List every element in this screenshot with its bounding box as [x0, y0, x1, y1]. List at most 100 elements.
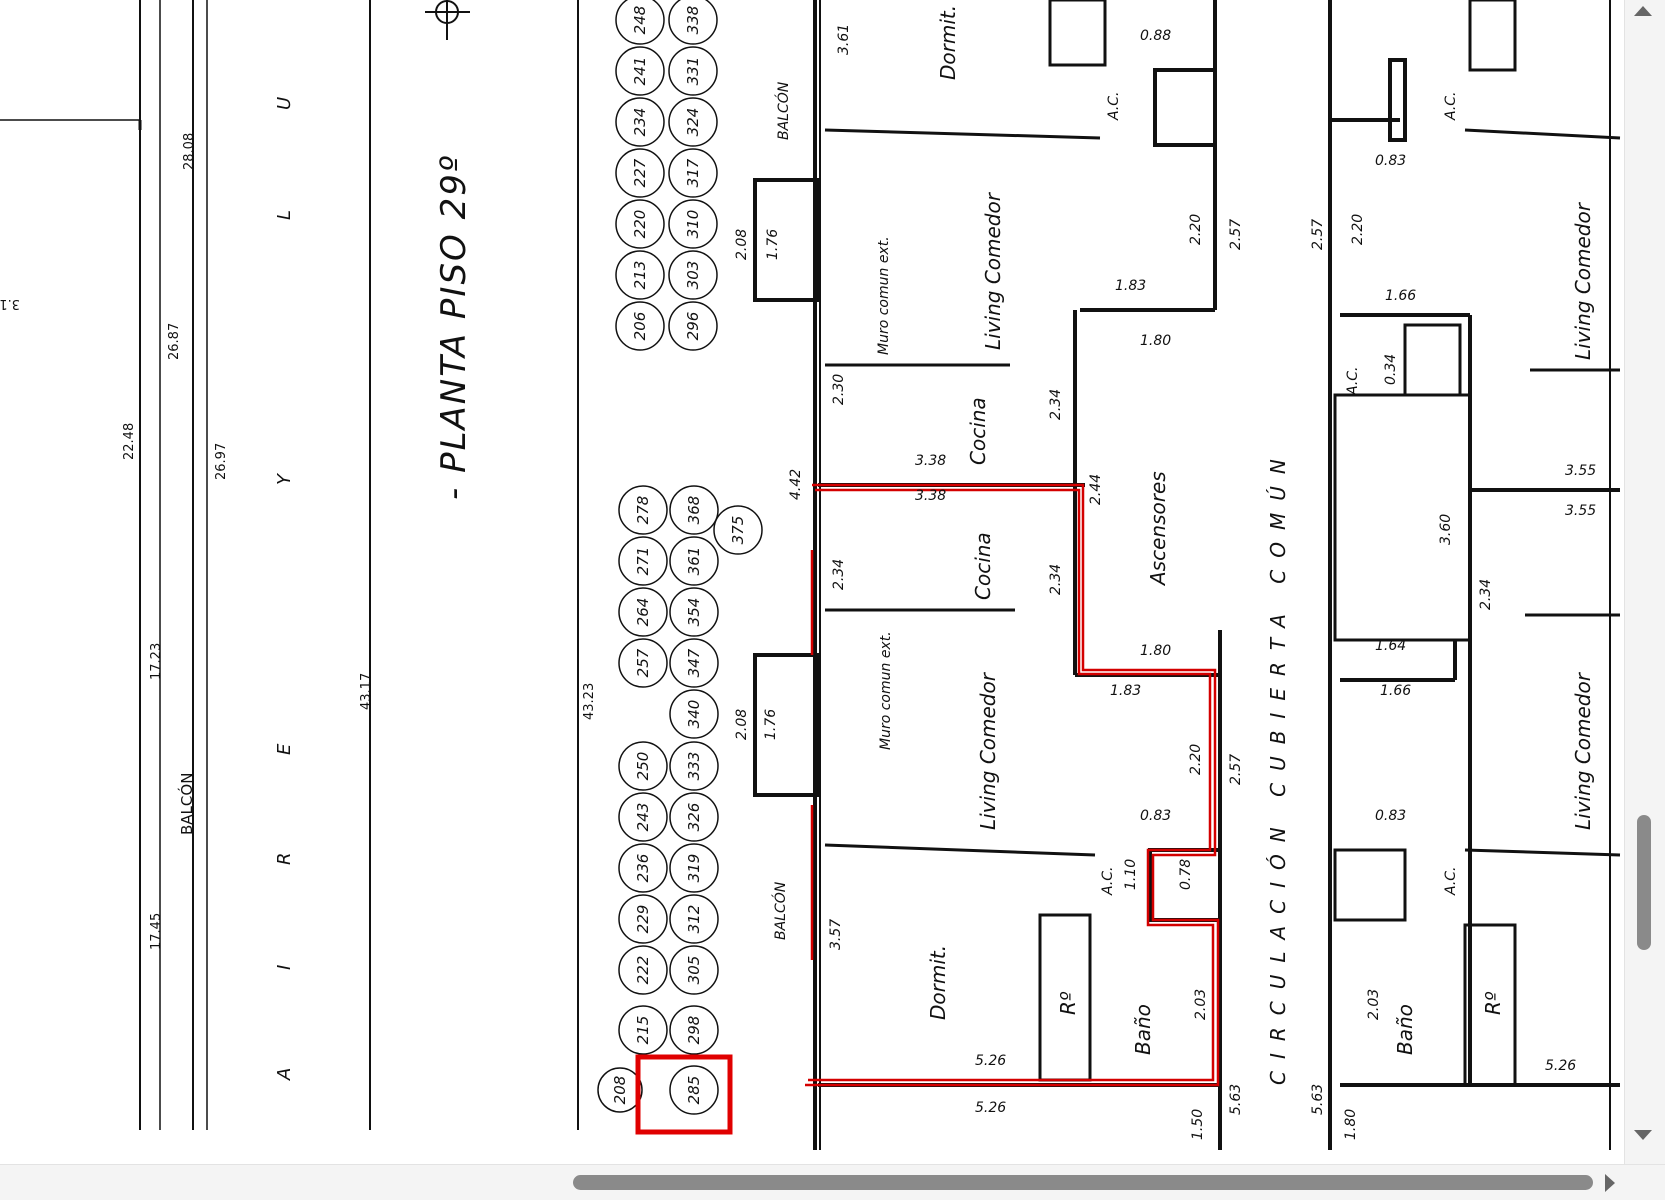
room-label-living: Living Comedor [976, 671, 1000, 830]
dimension: 3.55 [1565, 463, 1596, 479]
circle-number: 248 [631, 6, 649, 35]
ac-label-right-mid: A.C. [1345, 366, 1361, 396]
circle-number: 319 [685, 854, 703, 883]
dimension: 5.26 [975, 1053, 1006, 1069]
street-letter: U [274, 97, 295, 110]
circle-number: 338 [684, 6, 702, 35]
circle-number: 285 [685, 1076, 703, 1105]
balcony-left-label: BALCÓN [177, 773, 196, 835]
plan-title: - PLANTA PISO 29º [434, 154, 474, 500]
vertical-scrollbar[interactable] [1624, 0, 1665, 1165]
dimension: 1.64 [1375, 638, 1406, 654]
street-letter: R [274, 852, 295, 865]
dim-left: 26.87 [167, 323, 182, 360]
dim-left: 43.23 [582, 683, 597, 720]
circle-number: 220 [631, 210, 649, 239]
scroll-down-arrow-icon[interactable] [1634, 1130, 1652, 1140]
horizontal-scrollbar[interactable] [0, 1164, 1665, 1200]
circle-number: 324 [684, 108, 702, 137]
circle-number: 264 [634, 598, 652, 627]
dimension: 1.66 [1380, 683, 1411, 699]
dimension: 1.76 [765, 229, 781, 260]
balcony-label-top: BALCÓN [774, 81, 792, 140]
dimension: 3.60 [1438, 514, 1454, 545]
street-letter: I [274, 965, 295, 970]
circle-number: 208 [611, 1076, 629, 1105]
street-lines [0, 0, 579, 1130]
dimension: 2.34 [1048, 389, 1064, 420]
dimension: 5.63 [1228, 1084, 1244, 1115]
room-label-bano: Baño [1131, 1004, 1155, 1055]
dimension: 2.08 [734, 709, 750, 740]
dim-left: 26.97 [214, 443, 229, 480]
room-label-r: Rº [1056, 991, 1080, 1015]
circle-number: 206 [631, 312, 649, 341]
circle-number: 326 [685, 803, 703, 832]
circle-number: 310 [684, 210, 702, 239]
dimension: 2.34 [1478, 579, 1494, 610]
dimension: 0.78 [1178, 859, 1194, 890]
scroll-right-arrow-icon[interactable] [1605, 1174, 1615, 1192]
vertical-scroll-thumb[interactable] [1637, 815, 1651, 950]
horizontal-scroll-thumb[interactable] [573, 1175, 1593, 1190]
room-label-dormit: Dormit. [926, 945, 950, 1020]
street-letter: A [274, 1068, 295, 1081]
room-label-r-right: Rº [1481, 991, 1505, 1015]
dimension: 1.80 [1140, 333, 1171, 349]
room-label-living-top: Living Comedor [981, 191, 1005, 350]
dimension: 5.63 [1310, 1084, 1326, 1115]
dimension: 5.26 [1545, 1058, 1576, 1074]
room-label-dormit-top: Dormit. [936, 5, 960, 80]
circle-number: 229 [634, 905, 652, 934]
dimension: 1.66 [1385, 288, 1416, 304]
circle-number: 257 [634, 648, 652, 677]
dimension: 2.20 [1188, 214, 1204, 245]
dimension: 2.03 [1193, 989, 1209, 1020]
circle-number: 236 [634, 854, 652, 883]
circle-number: 298 [685, 1016, 703, 1045]
circle-number: 241 [631, 57, 649, 86]
circle-number: 227 [631, 158, 649, 187]
circle-number: 296 [684, 312, 702, 341]
circle-number: 222 [634, 956, 652, 985]
dimension: 0.83 [1140, 808, 1171, 824]
circle-number: 250 [634, 752, 652, 781]
scroll-up-arrow-icon[interactable] [1634, 6, 1652, 16]
circle-number: 278 [634, 496, 652, 525]
circle-number: 312 [685, 905, 703, 934]
dimension: 2.08 [734, 229, 750, 260]
dim-left: 28.08 [182, 133, 197, 170]
circle-number: 340 [685, 700, 703, 729]
dimension: 1.10 [1123, 859, 1139, 890]
dimension: 2.30 [831, 374, 847, 405]
circle-number: 354 [685, 598, 703, 627]
north-marker [425, 0, 470, 40]
highlight-box [635, 1054, 733, 1135]
dimension: 2.03 [1366, 989, 1382, 1020]
dimension: 3.55 [1565, 503, 1596, 519]
circles-group [597, 0, 763, 1115]
dimension: 1.80 [1140, 643, 1171, 659]
circle-number: 234 [631, 108, 649, 137]
circle-number: 368 [685, 496, 703, 525]
dimension: 1.76 [763, 709, 779, 740]
room-label-living-right: Living Comedor [1571, 671, 1595, 830]
circle-number: 375 [729, 516, 747, 545]
unit-outline [805, 483, 1220, 1087]
room-label-bano-right: Baño [1393, 1004, 1417, 1055]
dimension: 2.44 [1088, 474, 1104, 505]
circle-number: 213 [631, 261, 649, 290]
dimension: 0.88 [1140, 28, 1171, 44]
room-label-cocina: Cocina [971, 532, 995, 600]
circle-number: 271 [634, 547, 652, 576]
dimension: 4.42 [788, 469, 804, 500]
dim-left: 22.48 [122, 423, 137, 460]
muro-label-top: Muro comun ext. [876, 236, 892, 355]
dimension: 2.57 [1228, 219, 1244, 250]
dimension: 0.34 [1383, 354, 1399, 385]
circle-number: 243 [634, 803, 652, 832]
circle-number: 215 [634, 1016, 652, 1045]
ac-label: A.C. [1100, 866, 1116, 896]
room-label-cocina-top: Cocina [966, 397, 990, 465]
